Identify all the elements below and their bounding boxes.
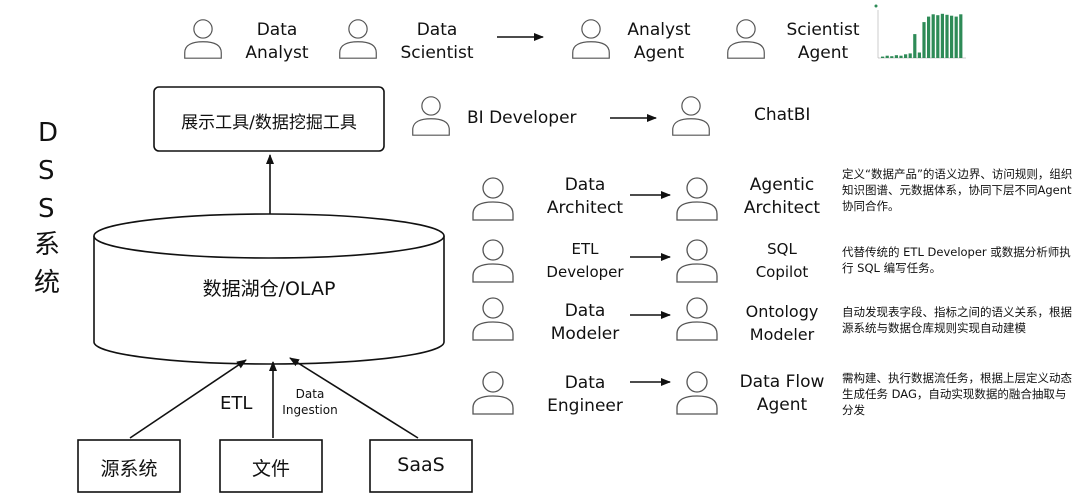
thumbnail-bar xyxy=(881,56,885,58)
warehouse-cylinder xyxy=(93,213,445,365)
thumbnail-bar xyxy=(950,15,954,58)
label-analyst-agent: Analyst Agent xyxy=(627,20,691,63)
thumbnail-bar xyxy=(945,14,949,59)
thumbnail-bar xyxy=(917,52,921,58)
person-icon-data-flow-agent xyxy=(676,371,718,415)
person-icon-data-architect xyxy=(472,177,514,221)
thumbnail-bar xyxy=(894,55,898,58)
thumbnail-bar xyxy=(904,54,908,58)
source-box-systems xyxy=(77,439,181,493)
chart-thumbnail xyxy=(870,4,968,72)
person-icon-data-scientist xyxy=(339,19,377,59)
person-icon-agentic-architect xyxy=(676,177,718,221)
role-row-architect xyxy=(472,177,718,221)
thumbnail-bar xyxy=(913,34,917,58)
source-label-files: 文件 xyxy=(251,458,290,480)
tool-box xyxy=(153,86,385,152)
label-scientist-agent: Scientist Agent xyxy=(786,20,860,63)
person-icon-analyst-agent xyxy=(572,19,610,59)
source-label-saas: SaaS xyxy=(397,454,445,476)
arrow-source-systems xyxy=(129,359,247,439)
person-icon-chatbi xyxy=(672,96,710,136)
arrow-source-saas xyxy=(289,357,419,439)
desc-sql-copilot: 代替传统的 ETL Developer 或数据分析师执行 SQL 编写任务。 xyxy=(842,245,1071,275)
label-etl-developer: ETL Developer xyxy=(546,240,624,281)
role-row-modeler xyxy=(472,297,718,341)
label-ontology-modeler: Ontology Modeler xyxy=(745,302,819,344)
desc-agentic-architect: 定义“数据产品”的语义边界、访问规则，组织知识图谱、元数据体系，协同下层不同Ag… xyxy=(842,167,1073,213)
label-data-analyst: Data Analyst xyxy=(245,20,309,63)
label-data-engineer: Data Engineer xyxy=(547,373,623,416)
person-icon-data-modeler xyxy=(472,297,514,341)
person-icon-scientist-agent xyxy=(727,19,765,59)
person-icon-ontology-modeler xyxy=(676,297,718,341)
dss-char-2: S xyxy=(38,156,55,186)
tool-box-label: 展示工具/数据挖掘工具 xyxy=(181,113,357,133)
thumbnail-bar xyxy=(885,55,889,58)
label-bi-developer: BI Developer xyxy=(467,108,577,128)
source-label-systems: 源系统 xyxy=(100,458,158,480)
source-box-files xyxy=(219,439,323,493)
person-icon-bi-developer xyxy=(412,96,450,136)
source-box-saas xyxy=(369,439,473,493)
dss-char-1: D xyxy=(38,118,59,148)
person-icon-data-analyst xyxy=(184,19,222,59)
person-icon-data-engineer xyxy=(472,371,514,415)
label-data-flow-agent: Data Flow Agent xyxy=(739,372,825,415)
label-data-scientist: Data Scientist xyxy=(400,20,474,63)
thumbnail-bar xyxy=(936,15,940,58)
thumbnail-bar xyxy=(927,16,931,59)
desc-data-flow-agent: 需构建、执行数据流任务，根据上层定义动态生成任务 DAG，自动实现数据的融合抽取… xyxy=(842,371,1072,417)
role-row-etl xyxy=(472,239,718,283)
thumbnail-bar xyxy=(922,22,926,59)
label-agentic-architect: Agentic Architect xyxy=(743,175,821,218)
thumbnail-bar xyxy=(959,14,963,59)
thumbnail-bar xyxy=(954,16,958,59)
warehouse-label: 数据湖仓/OLAP xyxy=(202,278,336,300)
label-data-modeler: Data Modeler xyxy=(550,301,620,344)
person-icon-sql-copilot xyxy=(676,239,718,283)
role-row-engineer xyxy=(472,371,718,415)
ingestion-label: Data Ingestion xyxy=(282,387,338,417)
dss-char-4: 系 xyxy=(34,230,61,260)
thumbnail-bar xyxy=(908,53,912,58)
thumbnail-bar xyxy=(931,14,935,59)
person-icon-etl-developer xyxy=(472,239,514,283)
thumbnail-bar xyxy=(899,55,903,58)
dss-char-5: 统 xyxy=(34,268,61,298)
thumbnail-bar xyxy=(890,56,894,58)
desc-ontology-modeler: 自动发现表字段、指标之间的语义关系，根据源系统与数据仓库规则实现自动建模 xyxy=(842,305,1072,335)
thumbnail-bar xyxy=(940,13,944,59)
label-chatbi: ChatBI xyxy=(754,105,811,125)
dss-char-3: S xyxy=(38,194,55,224)
label-data-architect: Data Architect xyxy=(546,175,624,218)
etl-label: ETL xyxy=(220,393,253,414)
label-sql-copilot: SQL Copilot xyxy=(755,240,809,281)
